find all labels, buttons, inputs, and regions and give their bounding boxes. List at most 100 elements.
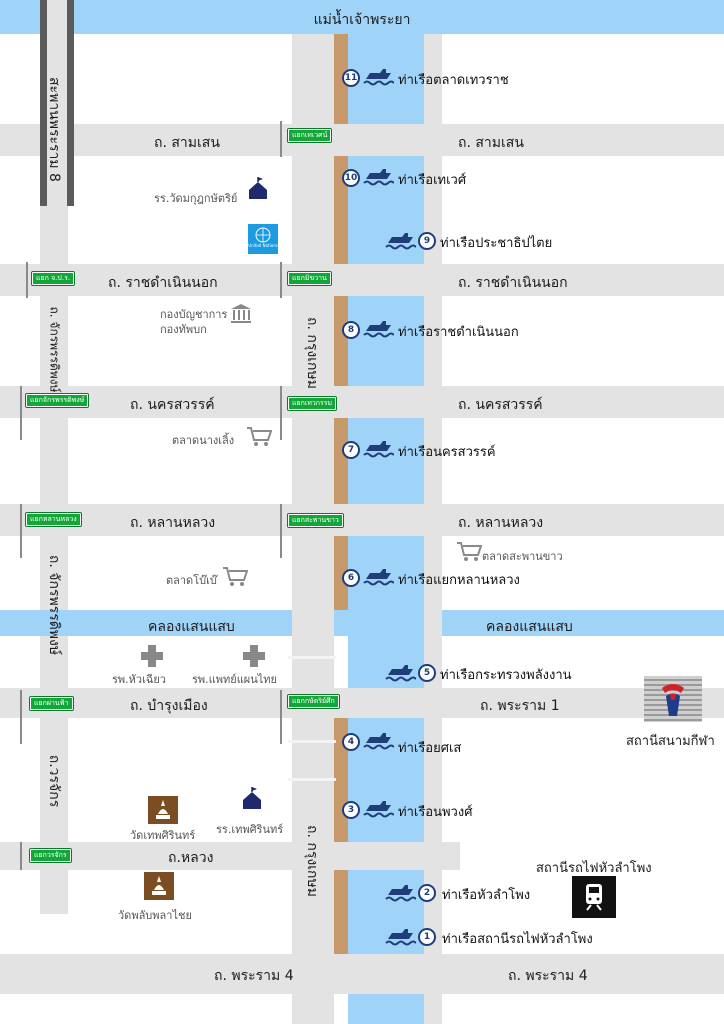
bts-emblem-icon bbox=[662, 684, 684, 716]
intersection-sign-worachak: แยกวรจักร bbox=[30, 849, 71, 862]
intersection-sign-lanluang: แยกหลานหลวง bbox=[26, 513, 81, 526]
bts-national-stadium-label: สถานีสนามกีฬา bbox=[626, 734, 715, 749]
sign-pole bbox=[280, 121, 282, 157]
poi-nang-loeng-market: ตลาดนางเลิ้ง bbox=[172, 434, 235, 447]
canal-label-right: คลองแสนแสบ bbox=[486, 619, 573, 635]
bank-segment-5 bbox=[334, 536, 348, 610]
poi-thai-medicine-hospital: รพ.แพทย์แผนไทย bbox=[192, 673, 277, 686]
road-label-rama4-right: ถ. พระราม 4 bbox=[508, 968, 588, 984]
pier-label-9: ท่าเรือประชาธิปไตย bbox=[440, 236, 553, 251]
boat-icon bbox=[363, 441, 394, 458]
road-label-krung-kasem-lower: ถ. กรุงเกษม bbox=[304, 825, 320, 897]
road-label-lanluang-left: ถ. หลานหลวง bbox=[130, 515, 216, 531]
cross-icon bbox=[243, 645, 265, 667]
road-label-rama1: ถ. พระราม 1 bbox=[480, 698, 560, 714]
road-label-chakkraphatdi-lower: ถ. จักรพรรดิพงษ์ bbox=[46, 554, 62, 656]
shopping-cart-icon bbox=[457, 542, 482, 561]
pier-label-7: ท่าเรือนครสวรรค์ bbox=[398, 445, 496, 460]
pier-label-4: ท่าเรือยศเส bbox=[398, 741, 462, 756]
pier-walkway bbox=[288, 740, 336, 743]
road-label-lanluang-right: ถ. หลานหลวง bbox=[458, 515, 544, 531]
pier-label-5: ท่าเรือกระทรวงพลังงาน bbox=[440, 668, 572, 683]
pier-label-2: ท่าเรือหัวลำโพง bbox=[442, 888, 531, 903]
poi-army-office-line2: กองทัพบก bbox=[160, 323, 207, 336]
road-label-samsen-left: ถ. สามเสน bbox=[154, 135, 220, 151]
boat-icon bbox=[363, 801, 394, 818]
sign-pole bbox=[20, 842, 22, 870]
train-icon bbox=[572, 876, 616, 918]
sign-pole bbox=[280, 262, 282, 298]
bts-logo-icon bbox=[644, 676, 702, 722]
road-label-bamrungmueang: ถ. บำรุงเมือง bbox=[130, 698, 208, 714]
school-icon bbox=[249, 177, 267, 199]
pier-number-8: 8 bbox=[342, 321, 360, 339]
sign-pole bbox=[20, 504, 22, 558]
bank-segment-3 bbox=[334, 296, 348, 386]
sign-pole bbox=[20, 386, 22, 440]
shopping-cart-icon bbox=[223, 567, 248, 586]
canal-label-left: คลองแสนแสบ bbox=[148, 619, 235, 635]
boat-icon bbox=[385, 665, 416, 682]
boat-icon bbox=[385, 233, 416, 250]
pier-number-2: 2 bbox=[418, 884, 436, 902]
pier-number-3: 3 bbox=[342, 801, 360, 819]
intersection-sign-thewakam: แยกเทวกรรม bbox=[288, 397, 337, 410]
sign-pole bbox=[280, 504, 282, 558]
saen-saep-canal-overlay-left-road bbox=[40, 610, 68, 636]
road-label-luang: ถ.หลวง bbox=[168, 850, 214, 866]
sign-pole bbox=[26, 262, 28, 298]
lan-luang-road bbox=[0, 504, 724, 536]
samsen-road-over-canal bbox=[334, 124, 424, 156]
building-icon bbox=[231, 304, 251, 323]
pier-label-8: ท่าเรือราชดำเนินนอก bbox=[398, 325, 519, 340]
pier-label-6: ท่าเรือแยกหลานหลวง bbox=[398, 573, 520, 588]
intersection-sign-mittakwan: แยกมิขวาน bbox=[288, 272, 331, 285]
intersection-sign-chakkraphatdi: แยกจักรพรรดิพงษ์ bbox=[26, 394, 89, 407]
intersection-sign-jpr: แยก จ.ป.ร. bbox=[32, 272, 75, 285]
pier-label-1: ท่าเรือสถานีรถไฟหัวลำโพง bbox=[442, 932, 593, 947]
school-icon bbox=[243, 787, 261, 809]
boat-icon bbox=[363, 69, 394, 86]
poi-thepsirin-school: รร.เทพศิรินทร์ bbox=[216, 823, 284, 836]
road-label-krung-kasem-upper: ถ. กรุงเกษม bbox=[304, 317, 320, 389]
pier-number-4: 4 bbox=[342, 733, 360, 751]
saen-saep-canal-overlay-right bbox=[442, 610, 724, 636]
road-label-worachak: ถ.วรจักร bbox=[46, 754, 62, 808]
train-glyph-icon bbox=[586, 884, 602, 911]
poi-army-office-line1: กองบัญชาการ bbox=[160, 308, 228, 321]
poi-wat-phlap: วัดพลับพลาไชย bbox=[118, 909, 192, 922]
pier-number-9: 9 bbox=[418, 232, 436, 250]
pier-number-7: 7 bbox=[342, 441, 360, 459]
cross-icon bbox=[141, 645, 163, 667]
boat-icon bbox=[363, 733, 394, 750]
boat-icon bbox=[363, 169, 394, 186]
sign-pole bbox=[20, 690, 22, 744]
pier-number-6: 6 bbox=[342, 569, 360, 587]
rama-8-bridge-deck bbox=[47, 0, 67, 206]
river-label: แม่น้ำเจ้าพระยา bbox=[313, 12, 411, 28]
boat-icon bbox=[363, 569, 394, 586]
boat-icon bbox=[385, 929, 416, 946]
pier-walkway bbox=[288, 778, 336, 781]
nakhon-sawan-road bbox=[0, 386, 724, 418]
un-logo-text: United Nations bbox=[248, 243, 278, 248]
hua-lamphong-station-label: สถานีรถไฟหัวลำโพง bbox=[536, 861, 652, 876]
road-label-samsen-right: ถ. สามเสน bbox=[458, 135, 524, 151]
poi-saphan-khao-market: ตลาดสะพานขาว bbox=[482, 550, 563, 563]
rama-8-bridge-label: สะพานพระราม 8 bbox=[46, 77, 62, 182]
road-label-chakkraphatdi-upper: ถ. จักรพรรดิพงษ์ bbox=[47, 306, 62, 393]
road-label-nakhonsawan-left: ถ. นครสวรรค์ bbox=[130, 397, 215, 413]
boat-icon bbox=[385, 885, 416, 902]
chao-phraya-river bbox=[0, 0, 724, 34]
bamrung-mueang-road bbox=[0, 688, 724, 718]
poi-wat-thepsirin: วัดเทพศิรินทร์ bbox=[130, 829, 196, 842]
pier-number-10: 10 bbox=[342, 169, 360, 187]
intersection-sign-phanfa: แยกผ่านฟ้า bbox=[30, 697, 73, 710]
road-label-rama4-left: ถ. พระราม 4 bbox=[214, 968, 294, 984]
luang-road bbox=[0, 842, 460, 870]
poi-hua-chiew-hospital: รพ.หัวเฉียว bbox=[112, 673, 166, 686]
ratchadamnoen-nok-road bbox=[0, 264, 724, 296]
pier-label-10: ท่าเรือเทเวศ์ bbox=[398, 173, 467, 188]
road-label-ratchadamnoen-right: ถ. ราชดำเนินนอก bbox=[458, 275, 568, 291]
